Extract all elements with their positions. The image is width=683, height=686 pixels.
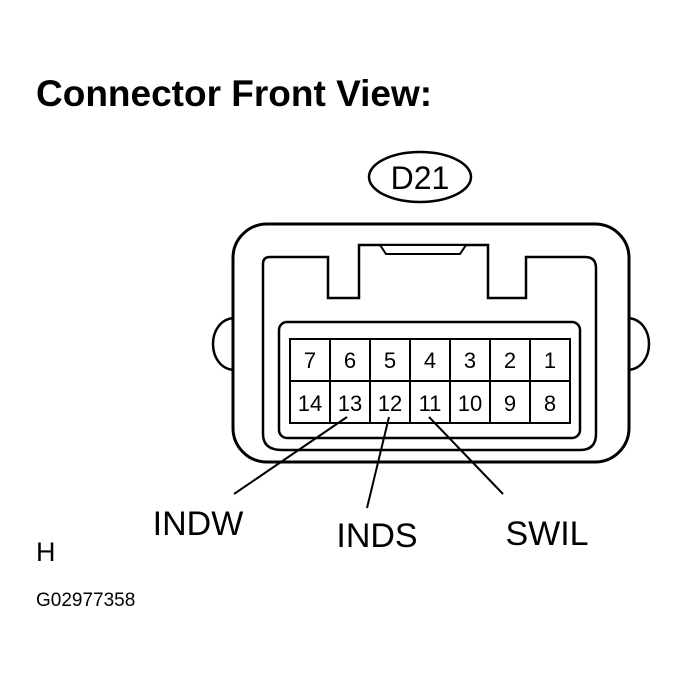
connector-id: D21 — [391, 160, 450, 196]
leader-line-inds — [366, 416, 390, 509]
pin-number: 7 — [304, 348, 316, 373]
lead-label-swil: SWIL — [505, 515, 588, 553]
pin-number: 14 — [298, 391, 322, 416]
pin-number: 13 — [338, 391, 362, 416]
pin-number: 10 — [458, 391, 482, 416]
pin-number: 11 — [419, 391, 442, 416]
lead-label-inds: INDS — [336, 517, 417, 555]
leader-line-swil — [428, 416, 504, 495]
pin-number: 8 — [544, 391, 556, 416]
pin-number: 5 — [384, 348, 396, 373]
corner-letter: H — [36, 537, 56, 567]
pin-number: 6 — [344, 348, 356, 373]
pin-row-bottom: 14 13 12 11 10 9 8 — [298, 391, 556, 416]
pin-grid — [289, 338, 571, 424]
diagram-title: Connector Front View: — [36, 73, 432, 114]
pin-number: 4 — [424, 348, 436, 373]
connector-id-ellipse — [367, 150, 473, 204]
left-latch-tab — [211, 316, 235, 372]
lead-label-indw: INDW — [153, 505, 244, 543]
figure-code: G02977358 — [36, 590, 135, 611]
pin-number: 1 — [544, 348, 556, 373]
leader-line-indw — [233, 416, 348, 495]
pin-number: 2 — [504, 348, 516, 373]
pin-number: 3 — [464, 348, 476, 373]
pin-number: 12 — [378, 391, 402, 416]
pin-row-top: 7 6 5 4 3 2 1 — [304, 348, 556, 373]
right-latch-tab — [627, 316, 651, 372]
pin-number: 9 — [504, 391, 516, 416]
lock-ridge — [378, 244, 468, 255]
